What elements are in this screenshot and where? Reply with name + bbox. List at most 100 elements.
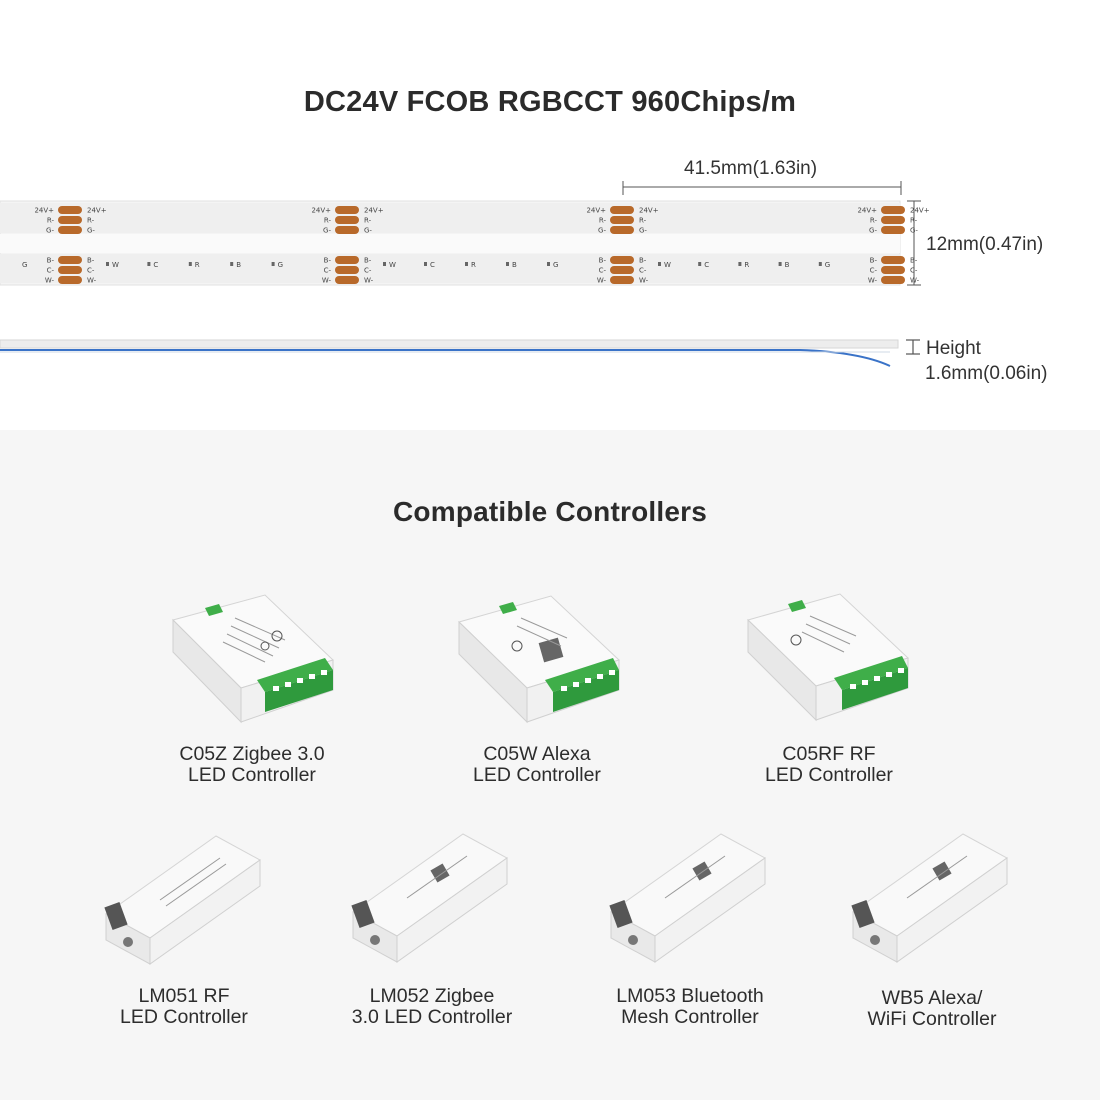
solder-pad: [335, 256, 359, 264]
controller-caption-c05z: C05Z Zigbee 3.0 LED Controller: [122, 744, 382, 786]
chip-mark: [465, 262, 468, 266]
pad-label: R-: [364, 217, 372, 225]
pad-label: W-: [87, 277, 97, 285]
solder-pad: [58, 276, 82, 284]
chip-mark: [738, 262, 742, 266]
strip-side-backing: [0, 349, 891, 367]
pad-label: R-: [599, 217, 607, 225]
strip-upper-band: [0, 203, 900, 233]
solder-pad: [335, 216, 359, 224]
chip-mark: [271, 262, 275, 266]
length-dimension-label: 41.5mm(1.63in): [684, 158, 818, 179]
chip-label: G: [278, 261, 283, 269]
pad-label: B-: [870, 257, 878, 265]
chip-mark: [506, 262, 509, 266]
solder-pad: [881, 206, 905, 214]
chip-label: R: [471, 261, 476, 269]
pad-label: 24V+: [639, 207, 659, 215]
height-dimension-title: Height: [926, 338, 981, 359]
pad-label: W-: [868, 277, 878, 285]
chip-label: C: [430, 261, 435, 269]
chip-label: G: [825, 261, 830, 269]
solder-pad: [881, 226, 905, 234]
controllers-section: [0, 430, 1100, 1100]
solder-pad: [58, 226, 82, 234]
chip-mark: [383, 262, 386, 266]
chip-label: B: [236, 261, 241, 269]
pad-label: R-: [87, 217, 95, 225]
pad-label: 24V+: [311, 207, 331, 215]
solder-pad: [335, 266, 359, 274]
pad-label: G-: [869, 227, 877, 235]
pad-label: G-: [639, 227, 647, 235]
chip-label: G: [553, 261, 558, 269]
solder-pad: [58, 216, 82, 224]
pad-label: W-: [639, 277, 649, 285]
controller-caption-lm053: LM053 Bluetooth Mesh Controller: [560, 986, 820, 1028]
chip-mark: [424, 262, 427, 266]
strip-cob-line: [0, 234, 900, 253]
pad-label: C-: [364, 267, 372, 275]
controller-name: C05RF RF: [782, 743, 876, 765]
solder-pad: [335, 276, 359, 284]
controller-type: LED Controller: [120, 1006, 248, 1028]
pad-label: 24V+: [87, 207, 107, 215]
pad-label: W-: [910, 277, 920, 285]
solder-pad: [881, 276, 905, 284]
chip-label: C: [704, 261, 709, 269]
chip-mark: [658, 262, 661, 266]
controller-name: WB5 Alexa/: [881, 987, 983, 1009]
controller-type: LED Controller: [188, 764, 316, 786]
strip-print-group: 24V+ 24V+ R- R- G- G- B- B- C- C- W- W- 24V+ 24V+ R- R-…: [22, 207, 930, 285]
chip-label: W: [664, 261, 671, 269]
chip-mark: [106, 262, 109, 266]
solder-pad: [610, 276, 634, 284]
pad-label: G-: [323, 227, 331, 235]
controller-type: LED Controller: [765, 764, 893, 786]
controller-type: LED Controller: [473, 764, 601, 786]
height-dimension-marker: [906, 339, 920, 355]
pad-label: G-: [46, 227, 54, 235]
solder-pad: [881, 216, 905, 224]
solder-pads-group: [58, 206, 905, 284]
chip-mark: [778, 262, 782, 266]
pad-label: R-: [639, 217, 647, 225]
pad-label: C-: [87, 267, 95, 275]
pad-label: C-: [639, 267, 647, 275]
lm052-controller-image: [351, 833, 508, 963]
c05rf-controller-image: [747, 593, 909, 722]
controller-name: LM052 Zigbee: [369, 985, 495, 1007]
chip-mark: [698, 262, 702, 266]
lm051-controller-image: [104, 835, 261, 965]
controller-name: LM051 RF: [138, 985, 230, 1007]
chip-label: W: [389, 261, 396, 269]
chip-label: B: [785, 261, 790, 269]
pad-label: G-: [87, 227, 95, 235]
pad-label: B-: [87, 257, 95, 265]
pad-label: R-: [870, 217, 878, 225]
controller-caption-wb5: WB5 Alexa/ WiFi Controller: [802, 988, 1062, 1030]
led-strip-side-view: [0, 339, 899, 367]
pad-label: R-: [47, 217, 55, 225]
solder-pad: [335, 206, 359, 214]
controllers-title: Compatible Controllers: [393, 496, 707, 527]
pad-label: G-: [598, 227, 606, 235]
pad-label: C-: [910, 267, 918, 275]
strip-lower-band: [0, 254, 900, 283]
pad-label: B-: [324, 257, 332, 265]
chip-mark: [147, 262, 151, 266]
controller-caption-lm051: LM051 RF LED Controller: [54, 986, 314, 1028]
controller-name: C05Z Zigbee 3.0: [179, 743, 325, 765]
pad-label: 24V+: [586, 207, 606, 215]
controller-caption-c05w: C05W Alexa LED Controller: [407, 744, 667, 786]
height-dimension-label: 1.6mm(0.06in): [925, 363, 1048, 384]
pad-label: C-: [324, 267, 332, 275]
solder-pad: [335, 226, 359, 234]
width-dimension-label: 12mm(0.47in): [926, 234, 1044, 255]
chip-mark: [818, 262, 822, 266]
pad-label: 24V+: [364, 207, 384, 215]
solder-pad: [610, 206, 634, 214]
pad-label: 24V+: [910, 207, 930, 215]
pad-label: C-: [599, 267, 607, 275]
pad-label: B-: [599, 257, 607, 265]
